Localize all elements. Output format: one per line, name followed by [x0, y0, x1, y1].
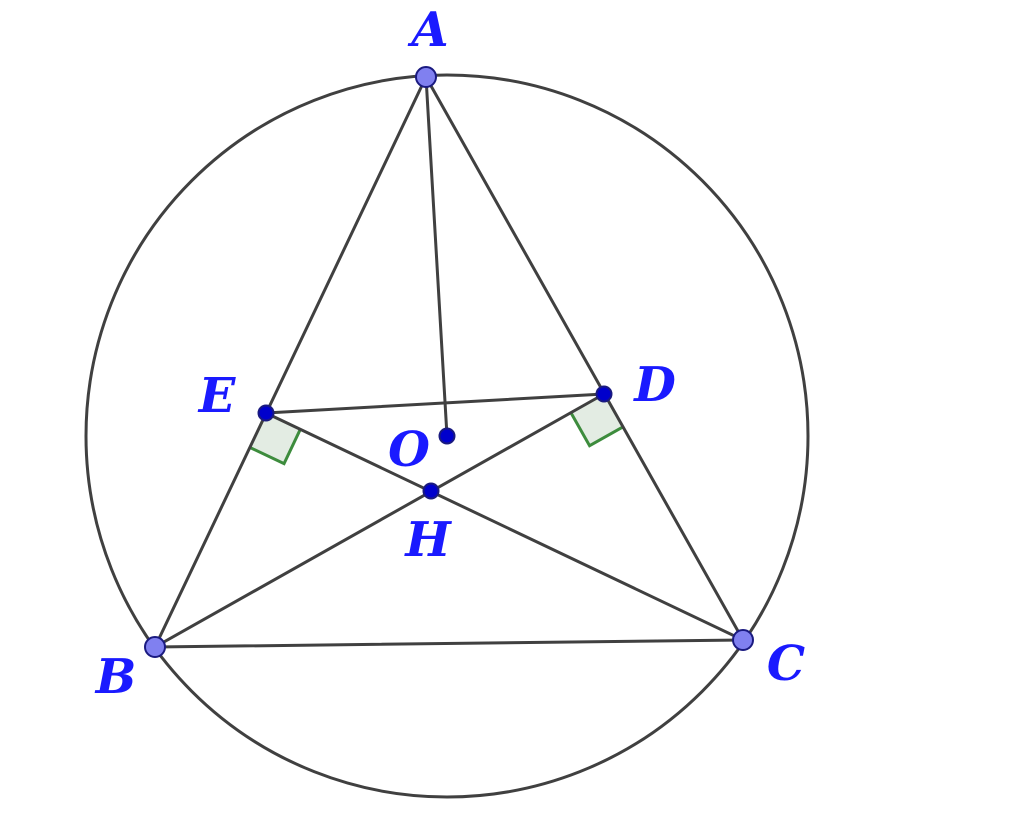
right-angle-marker-e-fill — [249, 413, 301, 464]
right-angle-marker-e — [249, 428, 302, 466]
label-e: E — [197, 368, 237, 424]
segment-bc — [153, 638, 745, 649]
point-d — [595, 385, 613, 403]
label-o: O — [388, 422, 430, 478]
point-e — [257, 404, 275, 422]
points-layer — [144, 66, 754, 658]
label-a: A — [407, 2, 448, 58]
segment-ce — [264, 411, 745, 642]
circumcircle — [84, 73, 810, 799]
point-c — [732, 629, 754, 651]
segment-ac — [424, 75, 745, 642]
labels-layer: A B C D E OH — [94, 2, 805, 705]
segment-ed — [264, 392, 606, 415]
segment-ab — [153, 75, 428, 649]
right-angle-marker-d — [569, 411, 624, 448]
label-d: D — [632, 357, 676, 413]
point-h — [422, 482, 440, 500]
lines-layer — [153, 75, 745, 649]
segment-ao — [424, 75, 449, 438]
point-b — [144, 636, 166, 658]
right-angle-marker-d-fill — [570, 394, 623, 446]
segment-bd — [153, 392, 606, 649]
label-c: C — [767, 636, 805, 692]
point-a — [415, 66, 437, 88]
point-o — [438, 427, 456, 445]
label-h: H — [403, 512, 452, 568]
label-b: B — [94, 649, 137, 705]
